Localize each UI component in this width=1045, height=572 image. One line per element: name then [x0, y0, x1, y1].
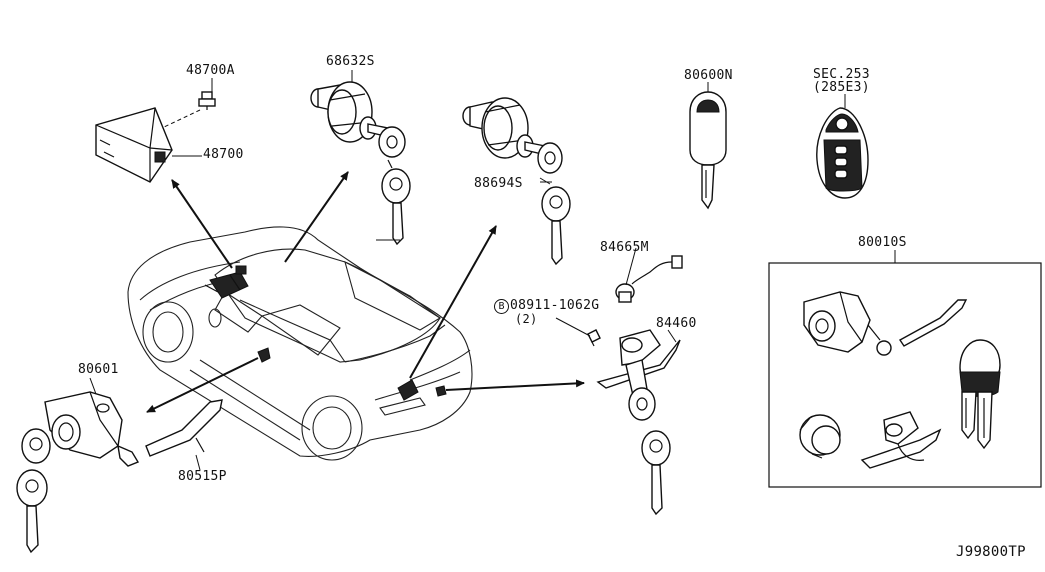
lock-cylinder-68632s [310, 81, 411, 246]
nut-08911-1062g [555, 317, 601, 347]
key-blank-80600n [689, 91, 727, 210]
diagram-code: J99800TP [956, 544, 1026, 560]
label-68632s: 68632S [326, 54, 375, 69]
label-08911-1062g: 08911-1062G [510, 298, 600, 313]
label-sec-253: SEC.253 [813, 67, 870, 82]
label-84665m: 84665M [600, 240, 649, 255]
label-80600n: 80600N [684, 68, 733, 83]
label-84460: 84460 [656, 316, 697, 331]
label-48700a: 48700A [186, 63, 235, 78]
vehicle-outline [127, 226, 473, 461]
smart-key-fob [816, 107, 869, 199]
label-80010s: 80010S [858, 235, 907, 250]
lock-cylinder-88694s [462, 97, 571, 266]
control-unit-48700 [95, 107, 173, 183]
label-88694s: 88694S [474, 176, 523, 191]
label-48700: 48700 [203, 147, 244, 162]
bolt-badge-letter: B [498, 301, 505, 312]
bolt-48700a [161, 91, 216, 129]
label-80515p: 80515P [178, 469, 227, 484]
label-80601: 80601 [78, 362, 119, 377]
label-285e3: (285E3) [813, 80, 870, 95]
leader-lines [172, 70, 846, 471]
switch-84665m [615, 255, 683, 303]
bolt-badge: B [494, 299, 509, 314]
callout-arrows [146, 171, 585, 413]
lock-rod-80515p [145, 399, 223, 457]
vehicle-mounted-parts [204, 265, 447, 401]
trunk-lock-84460 [596, 329, 681, 516]
lock-kit-80010s [768, 250, 1042, 488]
label-qty-2: (2) [515, 312, 538, 326]
door-lock-80601 [16, 377, 140, 554]
